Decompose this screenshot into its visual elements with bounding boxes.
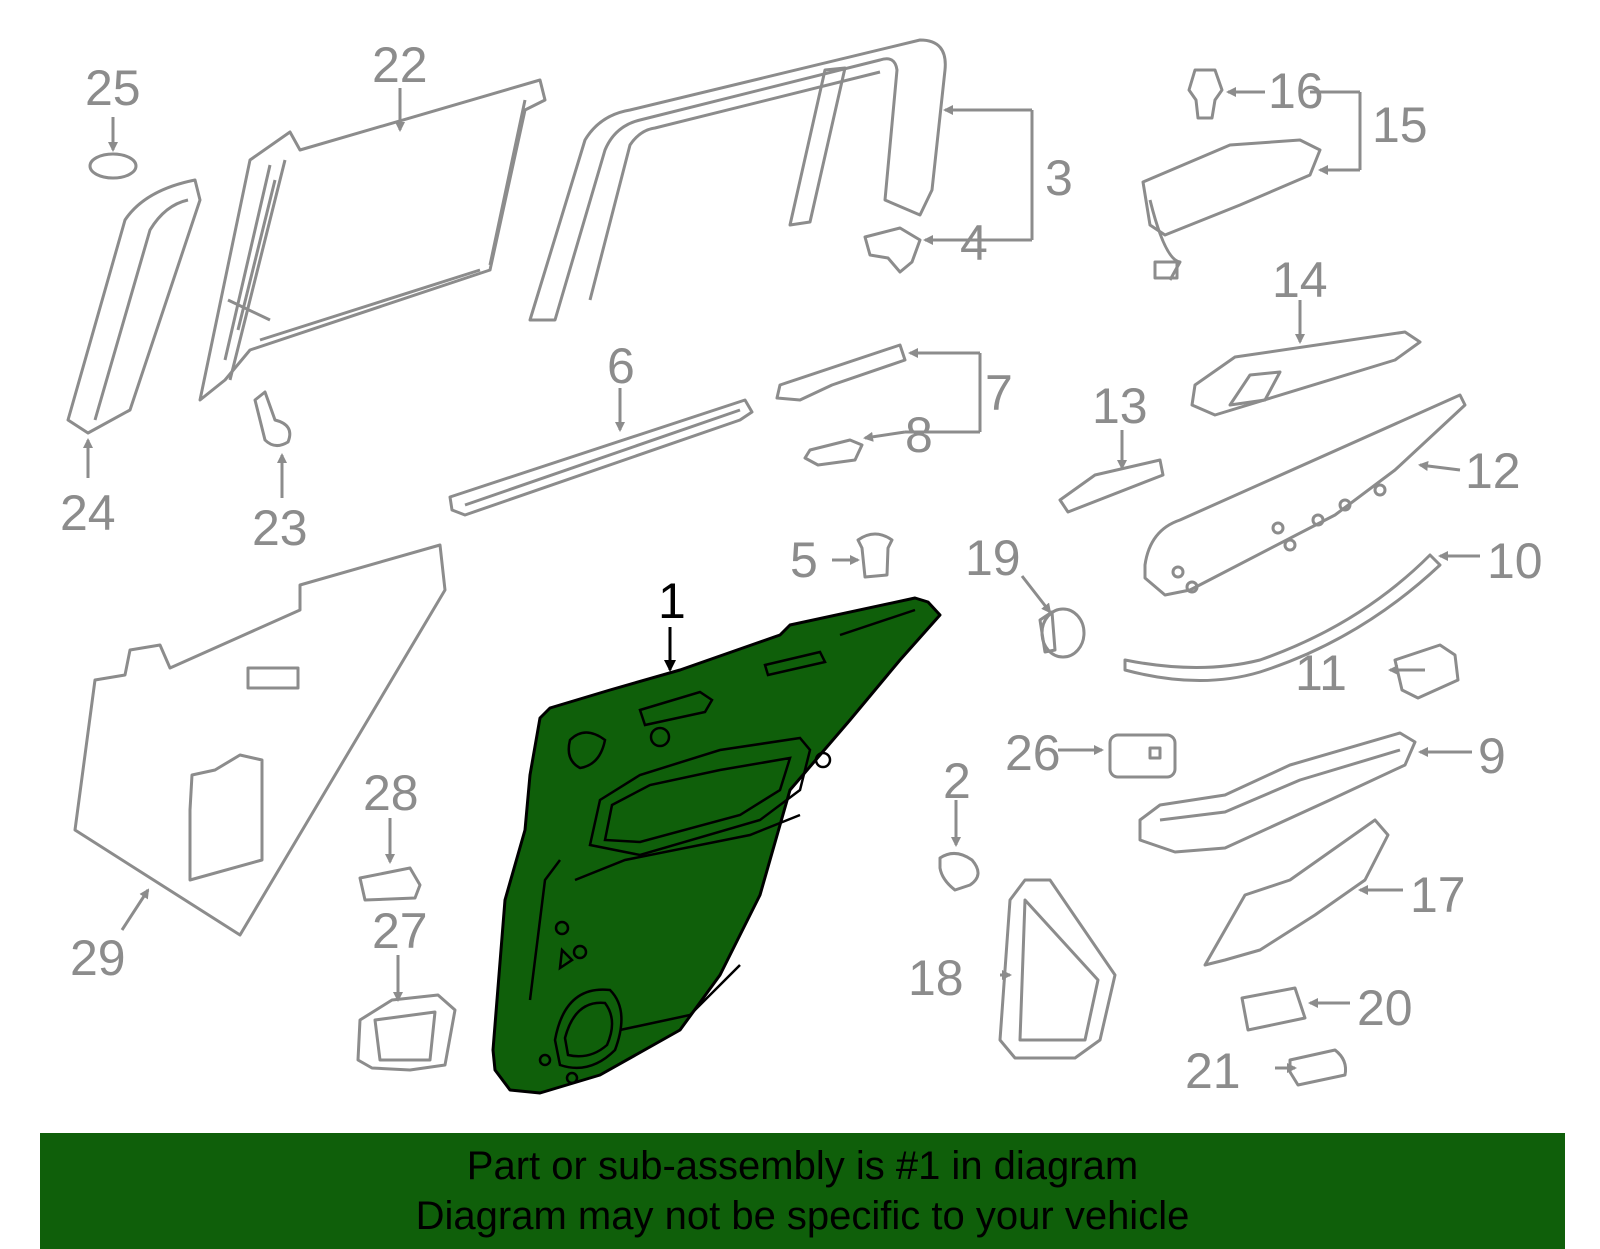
part-24-trim-strip xyxy=(66,178,202,435)
part-4-clip xyxy=(863,226,922,274)
callout-10: 10 xyxy=(1487,533,1543,589)
part-29-insulation xyxy=(73,543,447,937)
part-6-belt-molding xyxy=(448,398,754,517)
callout-4: 4 xyxy=(960,215,988,271)
banner-line-1: Part or sub-assembly is #1 in diagram xyxy=(466,1144,1139,1188)
part-15-door-handle xyxy=(1141,138,1322,237)
callout-29: 29 xyxy=(70,930,126,986)
callout-28: 28 xyxy=(363,765,419,821)
callout-8: 8 xyxy=(905,407,933,463)
callout-12: 12 xyxy=(1465,443,1521,499)
info-banner: Part or sub-assembly is #1 in diagram Di… xyxy=(40,1133,1565,1249)
part-27-handle-bezel xyxy=(356,993,457,1072)
part-9-armrest xyxy=(1138,731,1417,854)
banner-line-2: Diagram may not be specific to your vehi… xyxy=(415,1194,1190,1238)
callout-3: 3 xyxy=(1045,150,1073,206)
part-22-window-shade xyxy=(198,78,547,402)
part-13-trim-piece xyxy=(1058,458,1165,514)
part-11-switch xyxy=(1393,643,1460,700)
callout-2: 2 xyxy=(943,753,971,809)
part-5-clip xyxy=(856,532,894,579)
part-10-trim-strip xyxy=(1123,553,1442,682)
part-28-clip xyxy=(358,866,422,902)
part-1-door-panel xyxy=(491,596,942,1095)
part-7-bracket xyxy=(775,343,907,402)
callout-14: 14 xyxy=(1272,252,1328,308)
part-16-clip xyxy=(1187,68,1224,120)
callout-17: 17 xyxy=(1410,867,1466,923)
callout-23: 23 xyxy=(252,500,308,556)
callout-22: 22 xyxy=(372,37,428,93)
callout-15: 15 xyxy=(1372,97,1428,153)
part-23-clip xyxy=(253,390,292,447)
callout-26: 26 xyxy=(1005,725,1061,781)
callout-1: 1 xyxy=(658,573,686,629)
part-21-bulb xyxy=(1288,1048,1347,1087)
callout-6: 6 xyxy=(607,338,635,394)
part-3-window-frame xyxy=(528,38,947,322)
callout-16: 16 xyxy=(1268,63,1324,119)
part-12-upper-trim xyxy=(1143,393,1467,597)
part-26-switch xyxy=(1108,733,1177,779)
part-25-seal-ring xyxy=(88,152,138,180)
part-14-grip-cover xyxy=(1190,330,1422,417)
callout-24: 24 xyxy=(60,485,116,541)
callout-18: 18 xyxy=(908,950,964,1006)
callout-20: 20 xyxy=(1357,980,1413,1036)
part-8-clip xyxy=(803,438,864,467)
callout-9: 9 xyxy=(1478,728,1506,784)
part-18-speaker-trim xyxy=(998,878,1117,1060)
callout-21: 21 xyxy=(1185,1043,1241,1099)
callout-25: 25 xyxy=(85,60,141,116)
part-20-light xyxy=(1240,986,1307,1032)
callout-5: 5 xyxy=(790,532,818,588)
callout-27: 27 xyxy=(372,903,428,959)
callout-19: 19 xyxy=(965,530,1021,586)
callout-11: 11 xyxy=(1295,645,1347,701)
callout-7: 7 xyxy=(985,365,1013,421)
part-2-clip xyxy=(938,852,980,892)
callout-13: 13 xyxy=(1092,378,1148,434)
part-17-map-pocket xyxy=(1203,818,1390,967)
